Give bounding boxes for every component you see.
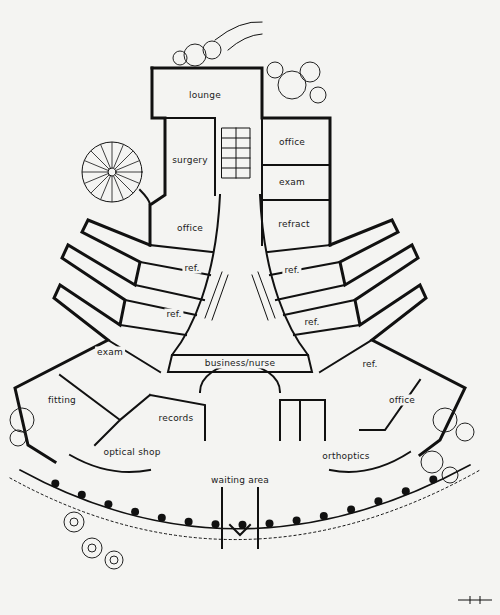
column [185,518,193,526]
column [131,508,139,516]
stair-tread [101,144,111,168]
stair-tread [112,142,113,168]
entrance [222,488,258,548]
stair-tread [101,176,111,200]
stair-tread [116,172,142,173]
room-label: exam [277,177,307,188]
stair [222,128,250,178]
column [51,480,59,488]
stair-treads [82,142,142,202]
room-label: ref. [164,309,183,320]
column [320,512,328,520]
stair-tread [116,174,140,184]
column [374,497,382,505]
room-label: office [175,223,205,234]
room-label: lounge [187,90,223,101]
room-label: orthoptics [320,451,371,462]
planting [10,41,474,569]
column [212,520,220,528]
stair-tread [115,151,133,169]
room-label: office [387,395,417,406]
inner-wall [268,245,420,440]
room-label: business/nurse [203,358,277,369]
column-row [51,475,437,528]
ramp [205,272,275,320]
stair-tread [84,174,108,184]
outer-wall [150,68,165,245]
stair-link [140,190,150,205]
room-label: refract [276,219,311,230]
room-label: office [277,137,307,148]
room-label: records [157,413,196,424]
room-label: ref. [182,263,201,274]
column [429,475,437,483]
inner-wall [60,245,212,445]
column [266,520,274,528]
column [293,517,301,525]
stair-tread [112,176,113,202]
outer-wall [152,68,330,245]
room-label: surgery [170,155,210,166]
room-label: ref. [302,317,321,328]
room-label: ref. [360,359,379,370]
column [239,521,247,529]
stair-tread [82,172,108,173]
room-label: exam [95,347,125,358]
stair-tread [91,175,109,193]
column [78,491,86,499]
column [402,487,410,495]
room-label: waiting area [209,475,271,486]
column [347,505,355,513]
counter [168,355,312,372]
column [104,500,112,508]
room-label: ref. [282,265,301,276]
outer-wall [15,220,150,462]
stair-tread [114,176,124,200]
stair-tread [84,161,108,171]
room-label: optical shop [101,447,162,458]
spiral-stair [82,142,142,202]
stair-tread [115,175,133,193]
stair-tread [114,144,124,168]
column [158,514,166,522]
facade [20,465,470,529]
stair-tread [91,151,109,169]
walkway [215,22,262,50]
room-label: fitting [46,395,78,406]
outer-wall [330,220,465,455]
inner-wall [165,118,330,245]
scale-bar [458,596,492,604]
stair-tread [116,161,140,171]
